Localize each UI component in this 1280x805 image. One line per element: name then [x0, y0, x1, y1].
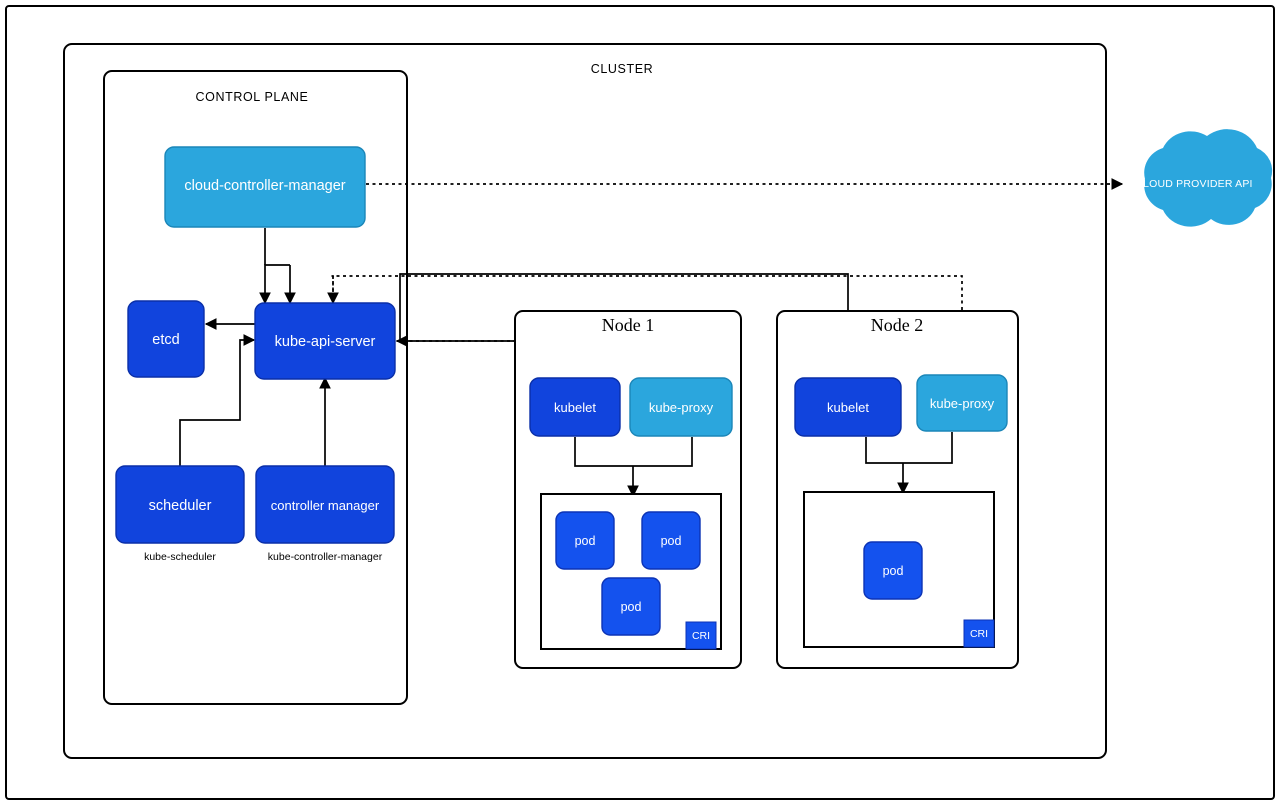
node-1-pod-3[interactable] — [601, 577, 661, 636]
connector-node2-agents-to-runtime — [865, 432, 953, 464]
node-1-pod-1[interactable] — [555, 511, 615, 570]
component-controller-manager[interactable] — [255, 465, 395, 544]
node-2-label: Node 2 — [871, 315, 924, 335]
node-1-kube-proxy-label: kube-proxy — [649, 400, 714, 415]
node-2-kube-proxy[interactable] — [916, 374, 1008, 432]
node-2-kubelet[interactable] — [794, 377, 902, 437]
node-1-pod-1-label: pod — [575, 534, 596, 548]
component-controller-manager-sublabel: kube-controller-manager — [268, 551, 383, 563]
connector-scheduler-to-apiserver — [179, 334, 256, 466]
node-2-pod-1-label: pod — [883, 564, 904, 578]
node-1-label: Node 1 — [602, 315, 655, 335]
node-1-pod-2[interactable] — [641, 511, 701, 570]
node-1-kubelet[interactable] — [529, 377, 621, 437]
component-controller-manager-label: controller manager — [271, 498, 380, 513]
node-1-kubelet-label: kubelet — [554, 400, 596, 415]
component-cloud-controller-manager[interactable] — [164, 146, 366, 228]
node-1-cri-badge — [685, 621, 717, 650]
component-kube-api-server[interactable] — [254, 302, 396, 380]
node-2-cri-badge — [963, 619, 995, 648]
component-scheduler-label: scheduler — [149, 498, 212, 514]
node-2-kube-proxy-label: kube-proxy — [930, 396, 995, 411]
control-plane-label: CONTROL PLANE — [196, 90, 309, 104]
component-etcd-label: etcd — [152, 332, 179, 348]
cloud-icon — [1144, 129, 1273, 227]
component-scheduler-sublabel: kube-scheduler — [144, 551, 216, 563]
component-scheduler[interactable] — [115, 465, 245, 544]
node-1-pod-3-label: pod — [621, 600, 642, 614]
node-2-cri-badge-label: CRI — [970, 628, 988, 640]
cloud-provider-api-label: CLOUD PROVIDER API — [1135, 178, 1252, 190]
node-1-pod-2-label: pod — [661, 534, 682, 548]
node-2-kubelet-label: kubelet — [827, 400, 869, 415]
node-1-cri-badge-label: CRI — [692, 630, 710, 642]
component-etcd[interactable] — [127, 300, 205, 378]
control-plane-boundary — [103, 70, 408, 705]
node-2-pod-1[interactable] — [863, 541, 923, 600]
node-1-kube-proxy[interactable] — [629, 377, 733, 437]
component-cloud-controller-manager-label: cloud-controller-manager — [184, 178, 345, 194]
cluster-label: CLUSTER — [591, 62, 654, 76]
component-kube-api-server-label: kube-api-server — [275, 334, 376, 350]
cloud-provider-api[interactable]: CLOUD PROVIDER API — [1135, 129, 1273, 227]
